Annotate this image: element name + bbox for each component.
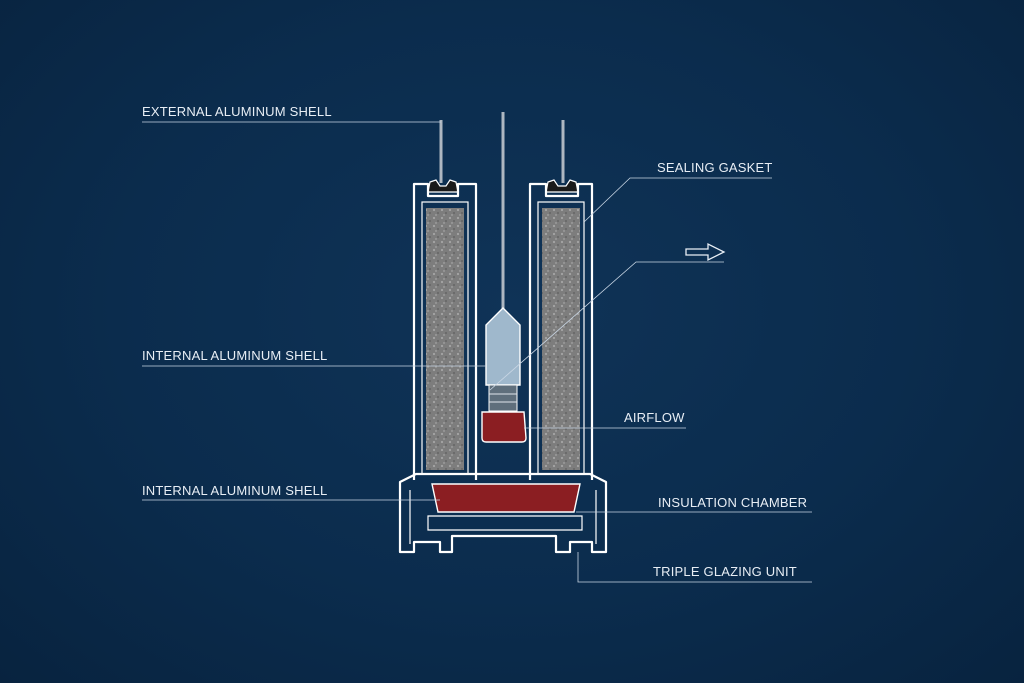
label-insulation-chamber: INSULATION CHAMBER [658,495,807,510]
bottom-frame [398,472,608,554]
label-external-aluminum-shell: EXTERNAL ALUMINUM SHELL [142,104,332,119]
label-internal-aluminum-shell-upper: INTERNAL ALUMINUM SHELL [142,348,327,363]
label-airflow: AIRFLOW [624,410,685,425]
insulation-foam-left [426,208,464,470]
upper-thermal-break [481,411,527,443]
lower-thermal-break [431,483,581,513]
center-glazing [481,307,527,443]
airflow-arrow-icon [685,242,726,262]
leader-lines [142,121,812,583]
right-sash-profile [528,182,594,480]
label-triple-glazing-unit: TRIPLE GLAZING UNIT [653,564,797,579]
glass-panes [439,112,565,312]
label-internal-aluminum-shell-lower: INTERNAL ALUMINUM SHELL [142,483,327,498]
label-sealing-gasket: SEALING GASKET [657,160,773,175]
left-sash-profile [412,182,478,480]
